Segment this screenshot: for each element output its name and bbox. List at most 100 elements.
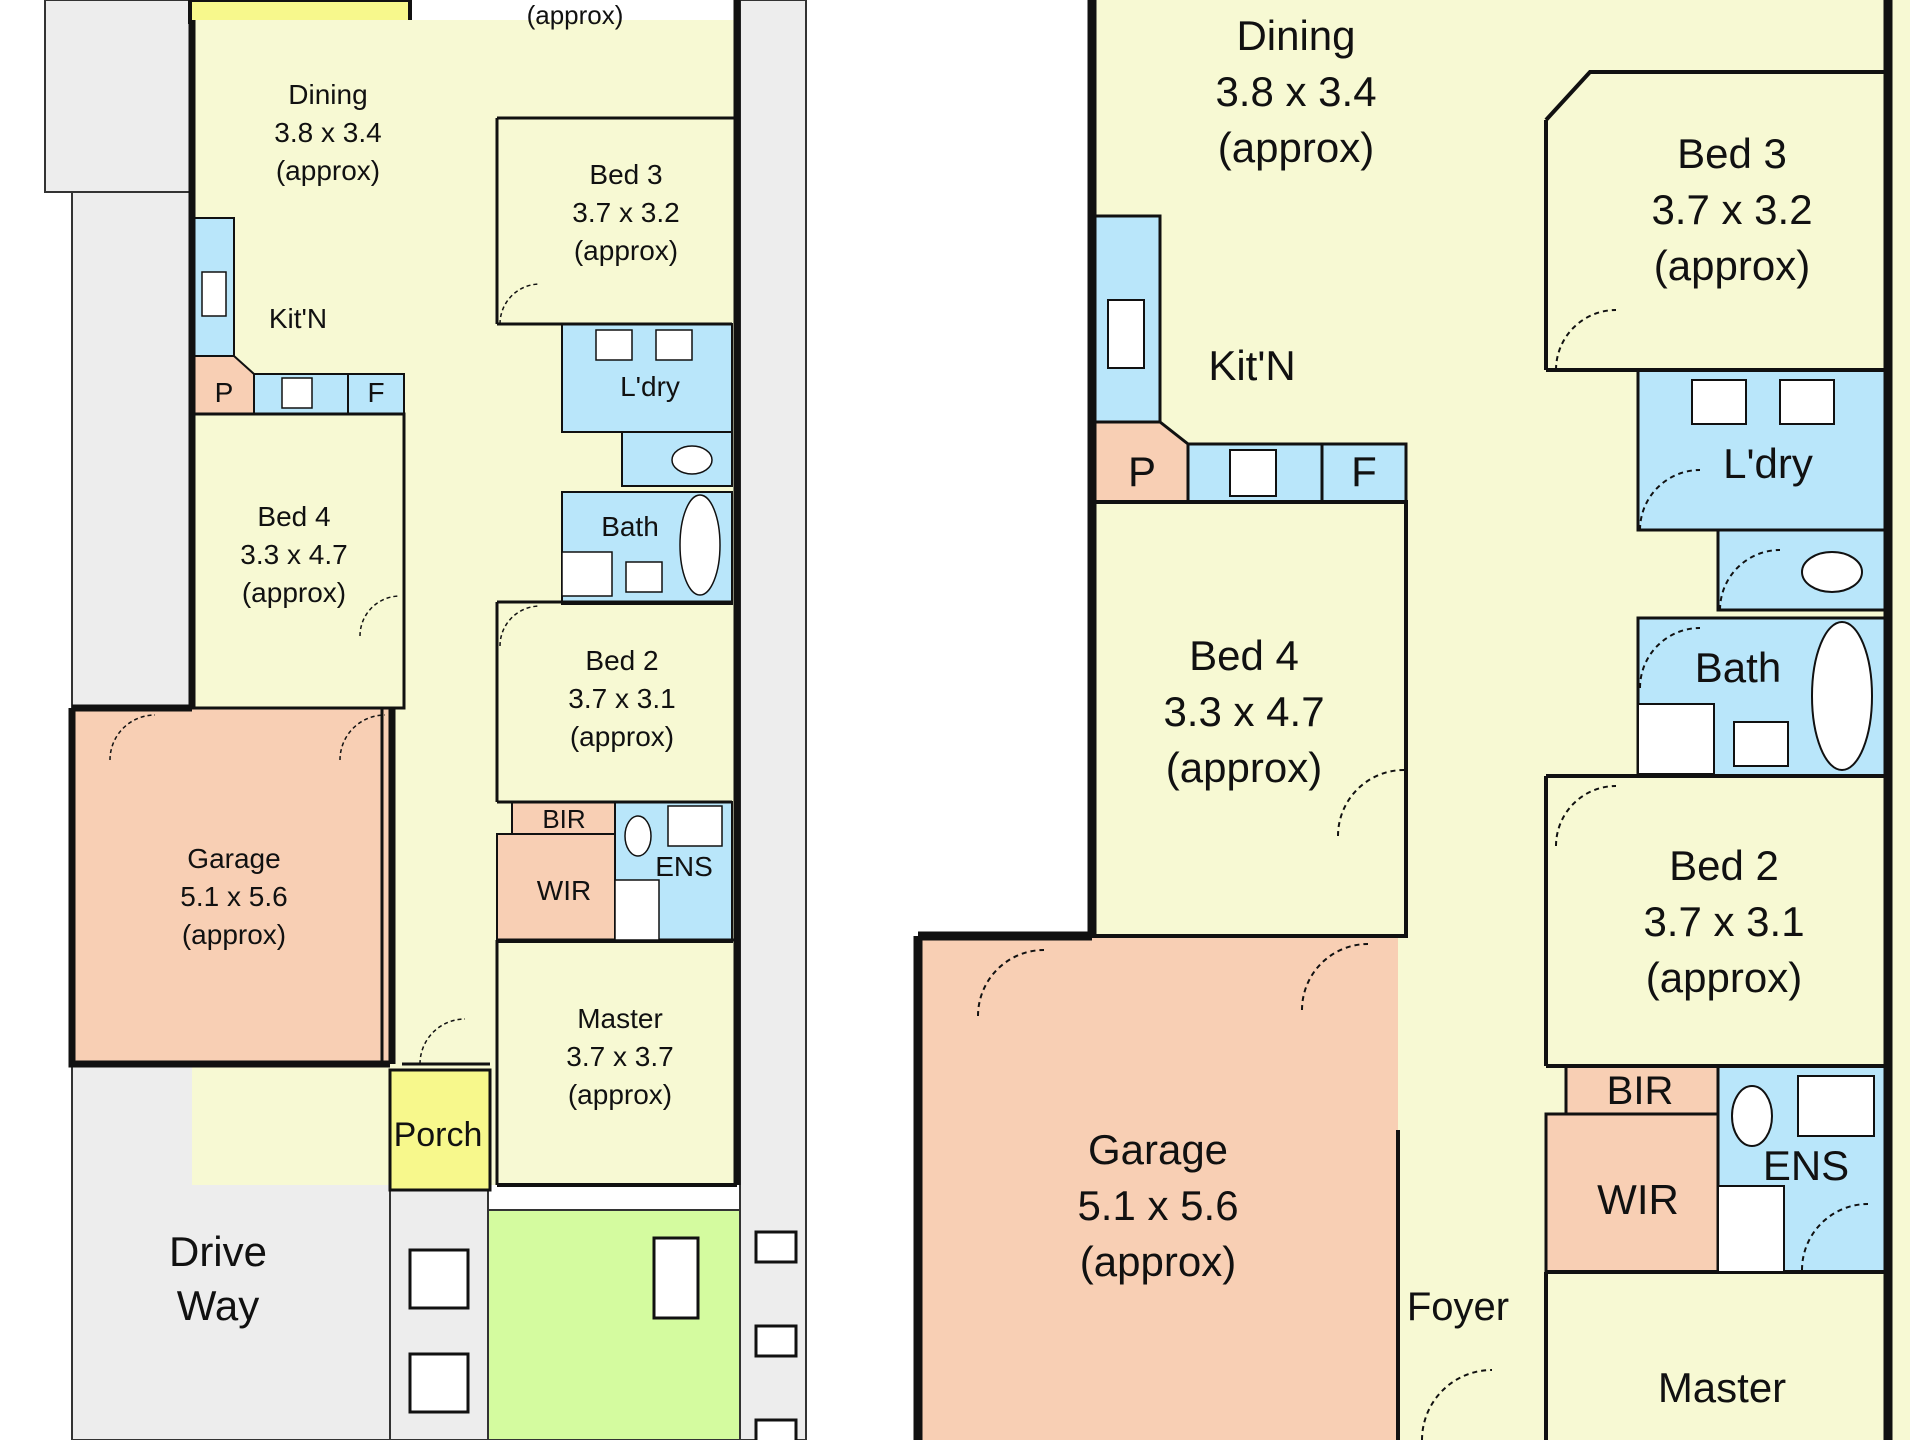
fixtures-right xyxy=(1107,299,1875,1273)
zoom-bed2-approx: (approx) xyxy=(1646,954,1802,1001)
fridge-name: F xyxy=(367,377,384,408)
master-approx: (approx) xyxy=(568,1079,672,1110)
bed2-name: Bed 2 xyxy=(585,645,658,676)
walls-left xyxy=(68,0,741,1187)
zoom-toilet-icon xyxy=(1801,551,1863,593)
zoom-laundry-tub-icon xyxy=(1779,379,1835,425)
zoom-toilet-icon xyxy=(1731,1085,1773,1147)
porch xyxy=(388,1068,492,1192)
zoom-bath-name: Bath xyxy=(1695,644,1781,691)
zoom-kitchen-sink-icon xyxy=(1107,299,1145,369)
kitchen-sink-icon xyxy=(201,271,227,317)
zoom-bed3-size: 3.7 x 3.2 xyxy=(1651,186,1812,233)
wir-name: WIR xyxy=(537,875,591,906)
toilet-icon xyxy=(624,815,652,857)
bath-name: Bath xyxy=(601,511,659,542)
laundry-room xyxy=(561,323,733,433)
family-approx-label: (approx) xyxy=(527,0,624,30)
zoom-garage-name: Garage xyxy=(1088,1126,1228,1173)
zoom-bathtub-icon xyxy=(1811,621,1873,771)
ens-name: ENS xyxy=(655,851,713,882)
bir xyxy=(511,801,616,835)
zoom-laundry-name: L'dry xyxy=(1723,440,1813,487)
driveway-line1: Drive xyxy=(169,1228,267,1275)
laundry-tub-icon xyxy=(595,329,633,361)
kitchen-name: Kit'N xyxy=(269,303,327,334)
cooktop-icon xyxy=(281,377,313,409)
vanity-icon xyxy=(625,561,663,593)
vanity-icon xyxy=(667,805,723,847)
bed4-size: 3.3 x 4.7 xyxy=(240,539,347,570)
fixtures-left xyxy=(201,271,723,941)
zoom-vanity-icon xyxy=(1797,1075,1875,1137)
laundry-tub-icon xyxy=(655,329,693,361)
zoom-dining-approx: (approx) xyxy=(1218,124,1374,171)
zoom-cooktop-icon xyxy=(1229,449,1277,497)
zoom-bir-name: BIR xyxy=(1607,1069,1674,1113)
bed2-size: 3.7 x 3.1 xyxy=(568,683,675,714)
zoom-bed2-name: Bed 2 xyxy=(1669,842,1779,889)
master-size: 3.7 x 3.7 xyxy=(566,1041,673,1072)
zoom-bed4-size: 3.3 x 4.7 xyxy=(1163,688,1324,735)
shower-icon xyxy=(561,551,613,597)
doors-right xyxy=(977,309,1869,1440)
zoom-master-name: Master xyxy=(1658,1364,1786,1411)
zoom-ens-name: ENS xyxy=(1763,1142,1849,1189)
garage xyxy=(72,708,392,1064)
zoom-wir-name: WIR xyxy=(1597,1176,1679,1223)
garage-size: 5.1 x 5.6 xyxy=(180,881,287,912)
garden-features-left xyxy=(408,1230,798,1440)
wir xyxy=(496,833,616,943)
bed4-approx: (approx) xyxy=(242,577,346,608)
driveway-line2: Way xyxy=(177,1282,259,1329)
side-path-right xyxy=(739,0,807,1440)
bir-name: BIR xyxy=(542,804,585,834)
zoom-shower-icon xyxy=(1717,1185,1785,1273)
right-plan: Dining 3.8 x 3.4 (approx) Bed 3 3.7 x 3.… xyxy=(913,0,1910,1440)
master-name: Master xyxy=(577,1003,663,1034)
zoom-pantry-name: P xyxy=(1128,448,1156,495)
zoom-kitchen-name: Kit'N xyxy=(1208,342,1295,389)
zoom-garage-size: 5.1 x 5.6 xyxy=(1077,1182,1238,1229)
zoom-bed4-name: Bed 4 xyxy=(1189,632,1299,679)
bed4-name: Bed 4 xyxy=(257,501,330,532)
walls-right xyxy=(913,0,1893,1440)
side-path-left xyxy=(44,0,194,193)
zoom-dining-name: Dining xyxy=(1236,12,1355,59)
doors-left xyxy=(109,283,541,1065)
garage-approx: (approx) xyxy=(182,919,286,950)
bed3-size: 3.7 x 3.2 xyxy=(572,197,679,228)
laundry-name: L'dry xyxy=(620,371,680,402)
left-plan: (approx) Dining 3.8 x 3.4 (approx) Bed 3… xyxy=(44,0,807,1440)
dining-size: 3.8 x 3.4 xyxy=(274,117,381,148)
zoom-bed4-approx: (approx) xyxy=(1166,744,1322,791)
zoom-fridge-name: F xyxy=(1351,448,1377,495)
zoom-vanity-icon xyxy=(1733,721,1789,767)
zoom-foyer-name: Foyer xyxy=(1407,1285,1509,1329)
zoom-bed3-name: Bed 3 xyxy=(1677,130,1787,177)
side-path-lower-left xyxy=(71,191,193,711)
bathtub-icon xyxy=(679,494,721,596)
zoom-garage-approx: (approx) xyxy=(1080,1238,1236,1285)
zoom-laundry-tub-icon xyxy=(1691,379,1747,425)
front-lawn xyxy=(487,1209,741,1440)
dining-approx: (approx) xyxy=(276,155,380,186)
zoom-fridge-space xyxy=(1320,442,1408,504)
top-yellow-patch xyxy=(188,0,412,24)
shower-icon xyxy=(614,879,660,941)
dining-name: Dining xyxy=(288,79,367,110)
zoom-garage xyxy=(918,936,1398,1440)
bed3-name: Bed 3 xyxy=(589,159,662,190)
fridge-space xyxy=(347,373,405,415)
zoom-dining-size: 3.8 x 3.4 xyxy=(1215,68,1376,115)
bed3-approx: (approx) xyxy=(574,235,678,266)
porch-name: Porch xyxy=(394,1116,483,1154)
bed2-approx: (approx) xyxy=(570,721,674,752)
zoom-shower-icon xyxy=(1637,703,1715,775)
pantry-name: P xyxy=(215,377,234,408)
garage-name: Garage xyxy=(187,843,280,874)
zoom-bed3-approx: (approx) xyxy=(1654,242,1810,289)
toilet-icon xyxy=(671,445,713,475)
